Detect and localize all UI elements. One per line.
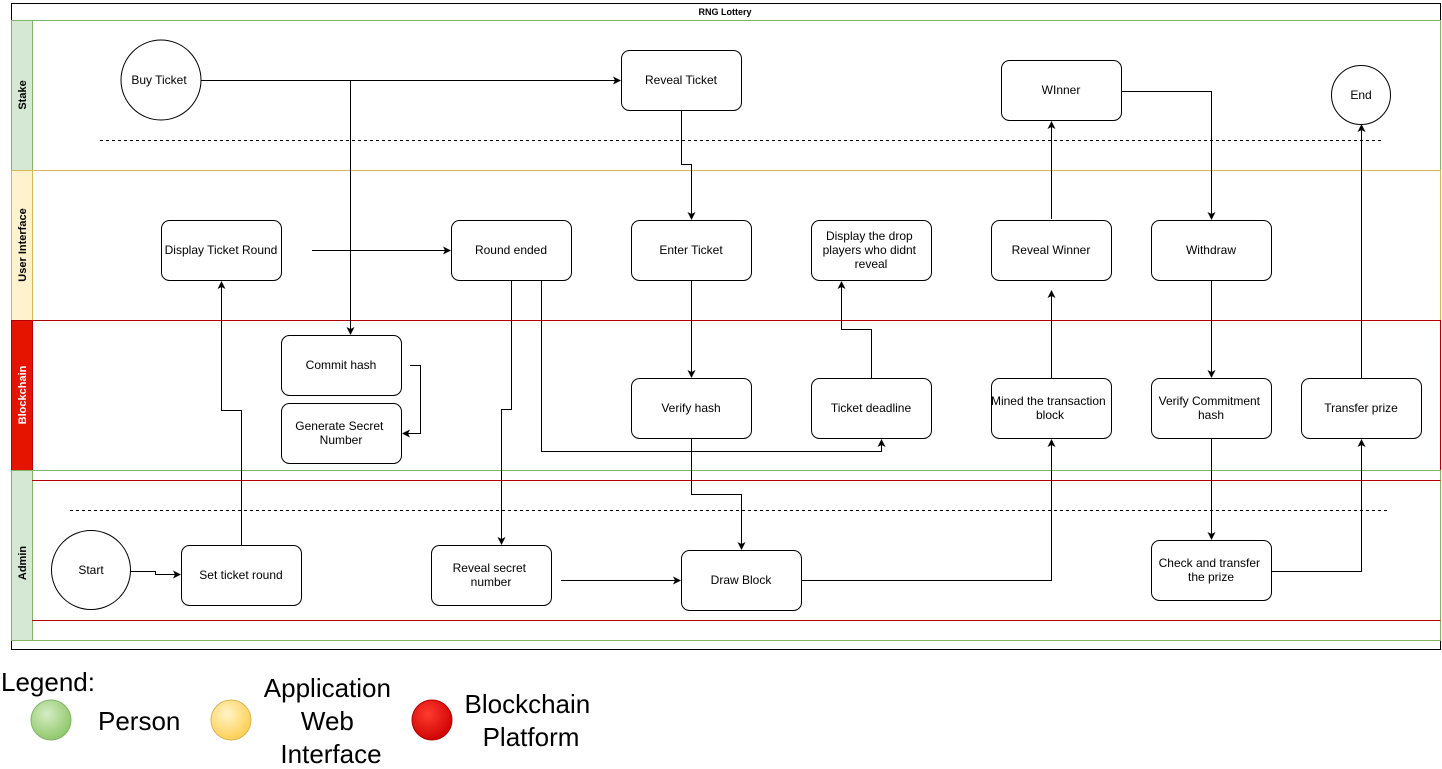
node-draw-block-label: Draw Block xyxy=(711,573,773,587)
node-verify-hash: Verify hash xyxy=(631,378,752,439)
legend: Legend: Person Application Web Interface… xyxy=(1,667,598,769)
pool-title: RNG Lottery xyxy=(698,7,751,17)
node-buy-ticket-label: Buy Ticket xyxy=(131,73,187,87)
edge-set-to-display xyxy=(217,281,242,545)
edge-reveal-ticket-to-enter xyxy=(681,110,696,220)
edge-draw-to-mined xyxy=(801,439,1056,581)
node-verify-hash-label: Verify hash xyxy=(661,401,720,415)
node-transfer-prize: Transfer prize xyxy=(1301,378,1422,439)
legend-blockchain-swatch xyxy=(411,699,453,741)
legend-app-swatch xyxy=(210,699,252,741)
edge-deadline-to-display-drop xyxy=(837,281,872,378)
node-reveal-ticket: Reveal Ticket xyxy=(621,50,742,111)
edge-winner-to-withdraw xyxy=(1122,91,1216,220)
node-set-ticket-round: Set ticket round xyxy=(181,545,302,606)
lane-label-ui: User Interface xyxy=(17,208,29,281)
node-reveal-secret-number-label: Reveal secret number xyxy=(453,561,530,589)
legend-title: Legend: xyxy=(1,667,95,697)
lane-label-stake: Stake xyxy=(17,80,29,109)
node-reveal-secret-number: Reveal secret number xyxy=(431,545,552,606)
node-reveal-winner-label: Reveal Winner xyxy=(1012,243,1091,257)
edge-round-to-reveal-secret xyxy=(497,280,512,545)
node-withdraw-label: Withdraw xyxy=(1186,243,1236,257)
node-generate-secret-number: Generate Secret Number xyxy=(281,403,402,464)
edge-start-to-set xyxy=(130,570,181,579)
node-start: Start xyxy=(51,530,131,610)
node-round-ended-label: Round ended xyxy=(475,243,547,257)
legend-person-label: Person xyxy=(98,706,180,736)
edge-round-to-deadline xyxy=(541,280,886,452)
node-start-label: Start xyxy=(78,563,104,577)
node-reveal-ticket-label: Reveal Ticket xyxy=(645,73,718,87)
node-ticket-deadline-label: Ticket deadline xyxy=(831,401,912,415)
node-mined-transaction-block-label: Mined the transaction block xyxy=(991,394,1109,422)
node-mined-transaction-block: Mined the transaction block xyxy=(991,378,1112,439)
node-enter-ticket-label: Enter Ticket xyxy=(659,243,723,257)
node-transfer-prize-label: Transfer prize xyxy=(1324,401,1398,415)
node-winner: WInner xyxy=(1001,60,1122,121)
node-set-ticket-round-label: Set ticket round xyxy=(199,568,282,582)
node-display-ticket-round-label: Display Ticket Round xyxy=(165,243,278,257)
node-ticket-deadline: Ticket deadline xyxy=(811,378,932,439)
node-check-and-transfer-label: Check and transfer the prize xyxy=(1159,556,1264,584)
node-draw-block: Draw Block xyxy=(681,550,802,611)
node-verify-commitment-hash: Verify Commitment hash xyxy=(1151,378,1272,439)
node-commit-hash: Commit hash xyxy=(281,335,402,396)
edge-check-to-transfer xyxy=(1272,439,1366,572)
node-display-drop-players: Display the drop players who didnt revea… xyxy=(811,220,932,281)
edge-verify-to-draw xyxy=(691,438,746,550)
node-end: End xyxy=(1331,65,1391,125)
node-commit-hash-label: Commit hash xyxy=(306,358,377,372)
node-reveal-winner: Reveal Winner xyxy=(991,220,1112,281)
edge-commit-to-generate xyxy=(402,365,421,438)
node-display-ticket-round: Display Ticket Round xyxy=(161,220,282,281)
legend-person-swatch xyxy=(30,699,72,741)
node-verify-commitment-hash-label: Verify Commitment hash xyxy=(1159,394,1264,422)
node-end-label: End xyxy=(1350,88,1371,102)
node-withdraw: Withdraw xyxy=(1151,220,1272,281)
lane-label-admin: Admin xyxy=(17,546,29,581)
legend-app-label: Application Web Interface xyxy=(264,673,398,769)
node-enter-ticket: Enter Ticket xyxy=(631,220,752,281)
legend-blockchain-label: Blockchain Platform xyxy=(465,689,598,752)
node-buy-ticket: Buy Ticket xyxy=(120,39,202,121)
node-winner-label: WInner xyxy=(1042,83,1081,97)
lane-label-blockchain: Blockchain xyxy=(17,365,29,424)
node-display-drop-players-label: Display the drop players who didnt revea… xyxy=(823,229,920,271)
node-check-and-transfer: Check and transfer the prize xyxy=(1151,540,1272,601)
node-round-ended: Round ended xyxy=(451,220,572,281)
lane-admin: Admin xyxy=(11,470,1441,641)
node-generate-secret-number-label: Generate Secret Number xyxy=(295,419,386,447)
